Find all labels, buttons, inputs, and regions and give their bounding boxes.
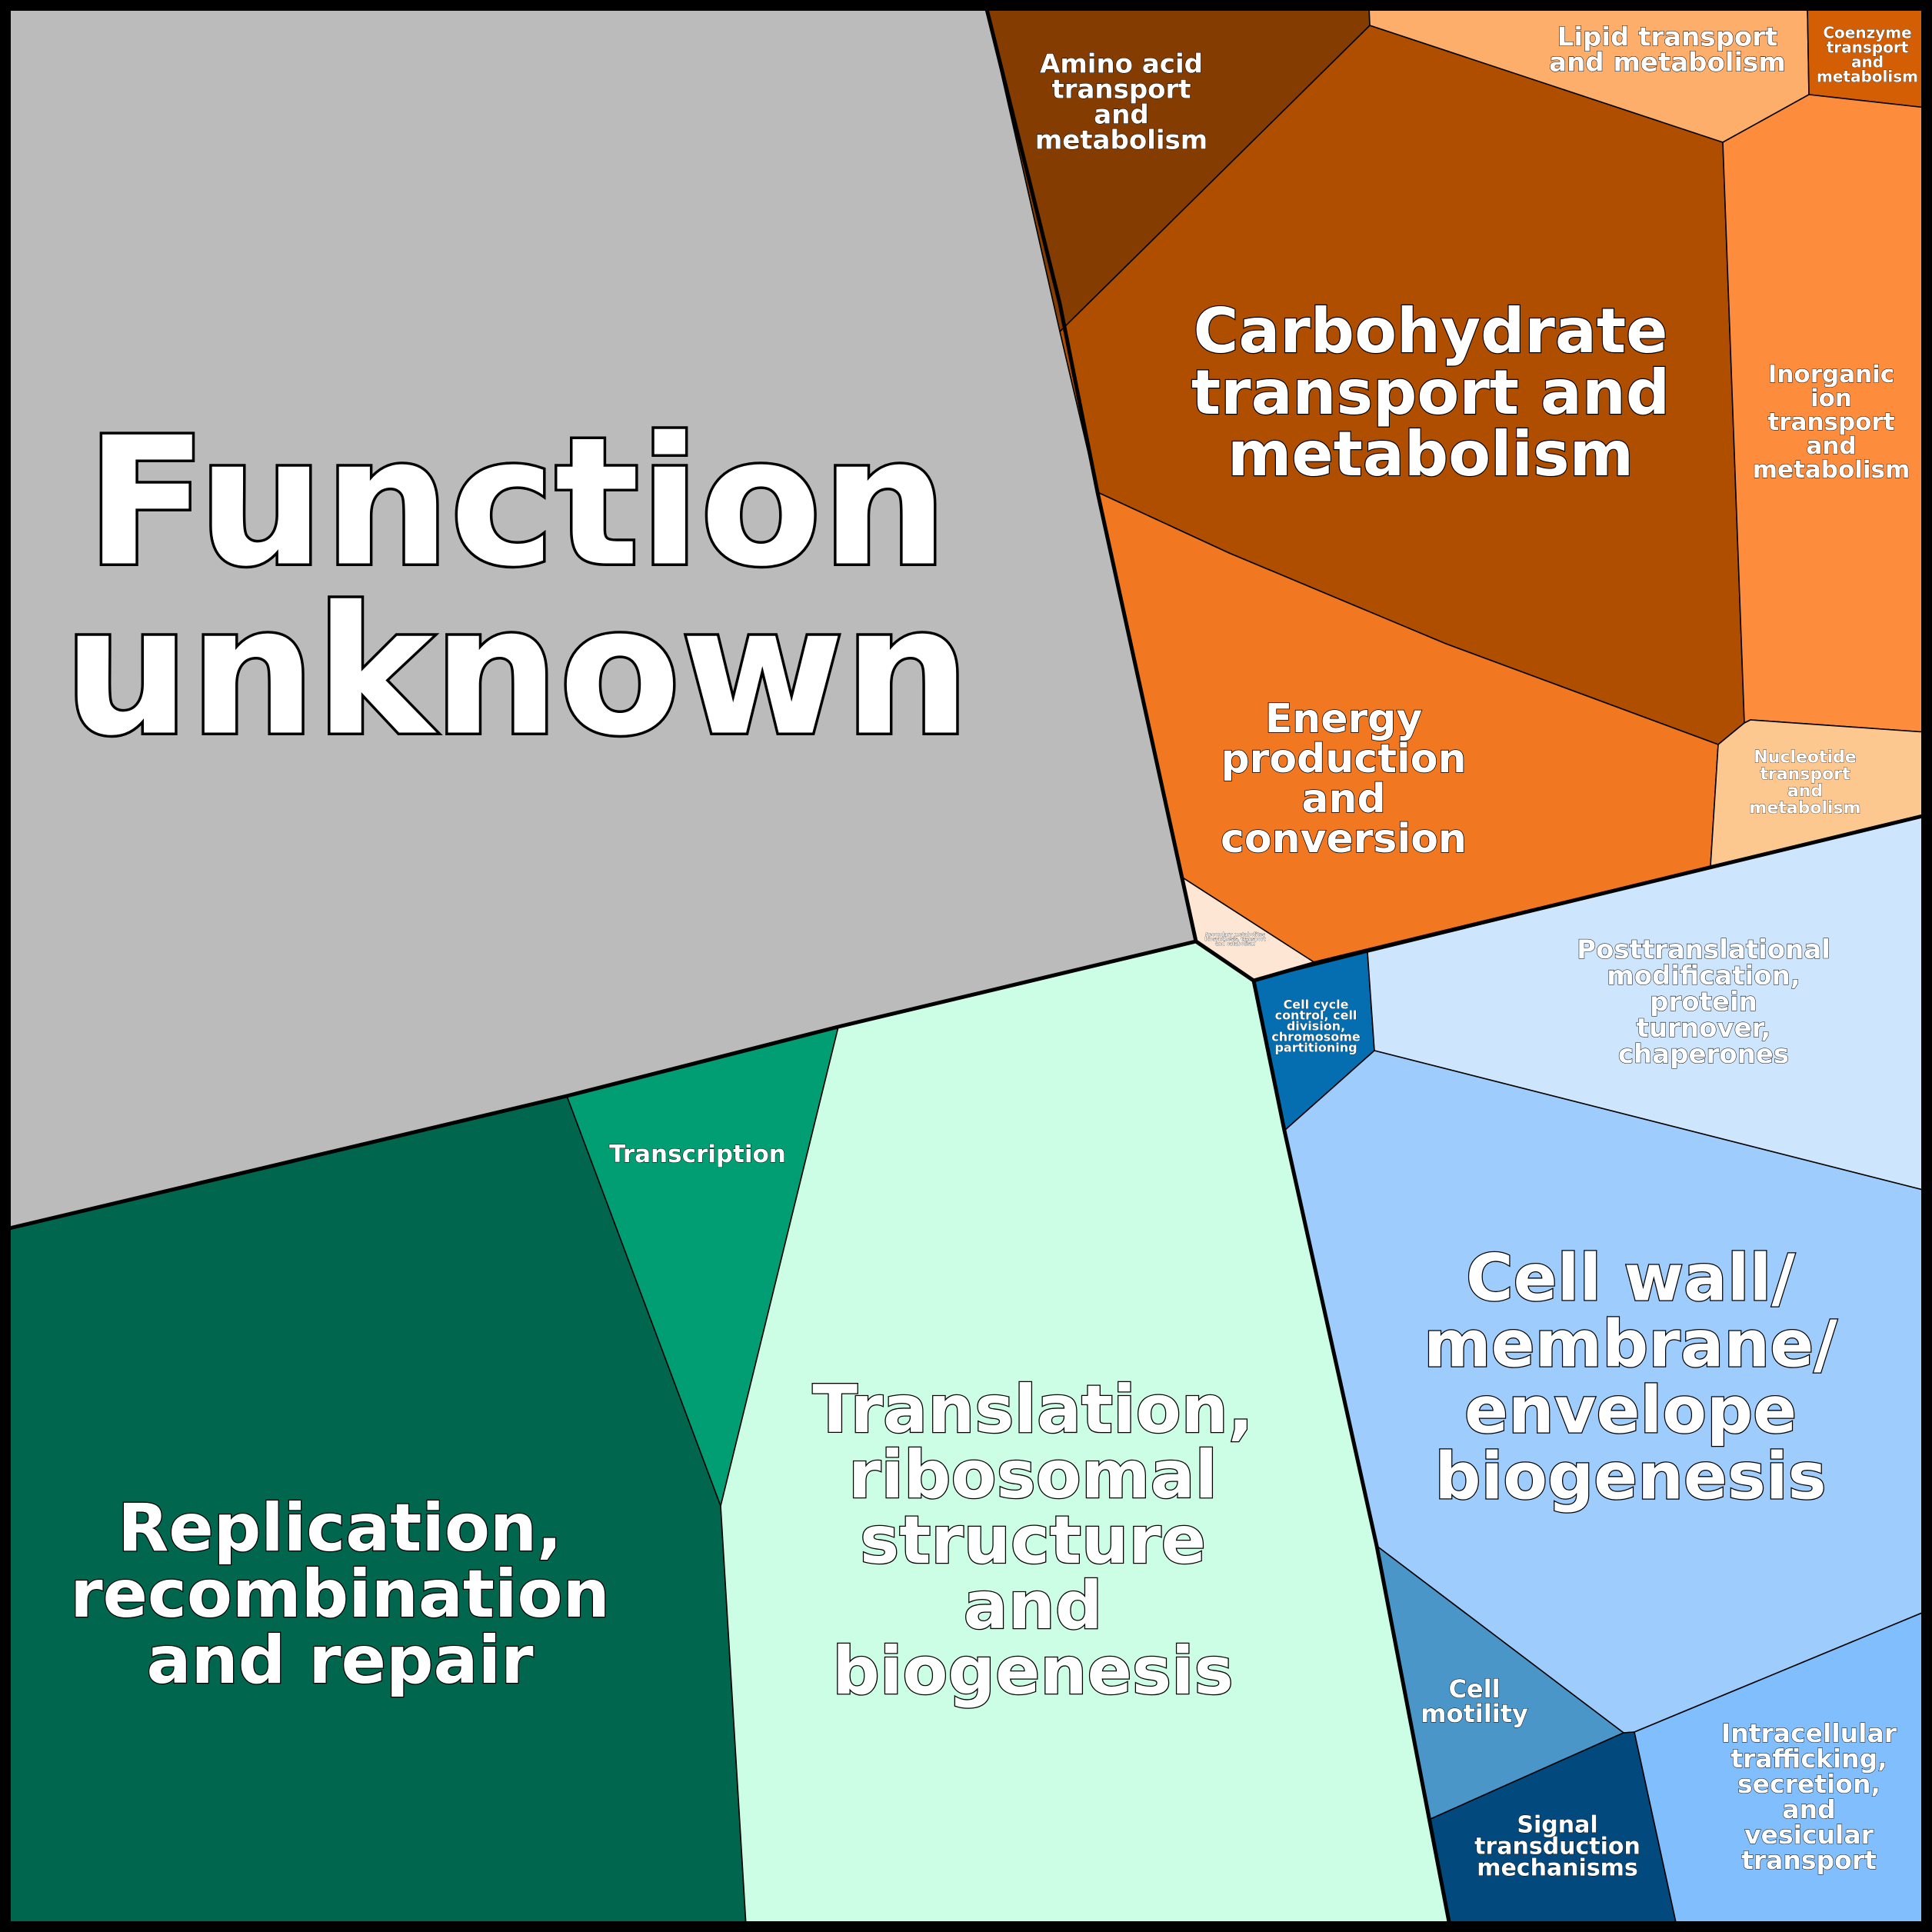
group-border bbox=[984, 5, 1255, 983]
group-border bbox=[5, 939, 1197, 1231]
cells-layer bbox=[5, 5, 1927, 1927]
group-borders bbox=[5, 5, 1927, 1927]
group-border bbox=[1253, 813, 1927, 983]
group-border bbox=[1251, 980, 1452, 1927]
label-transcription: Transcription bbox=[609, 1141, 786, 1168]
